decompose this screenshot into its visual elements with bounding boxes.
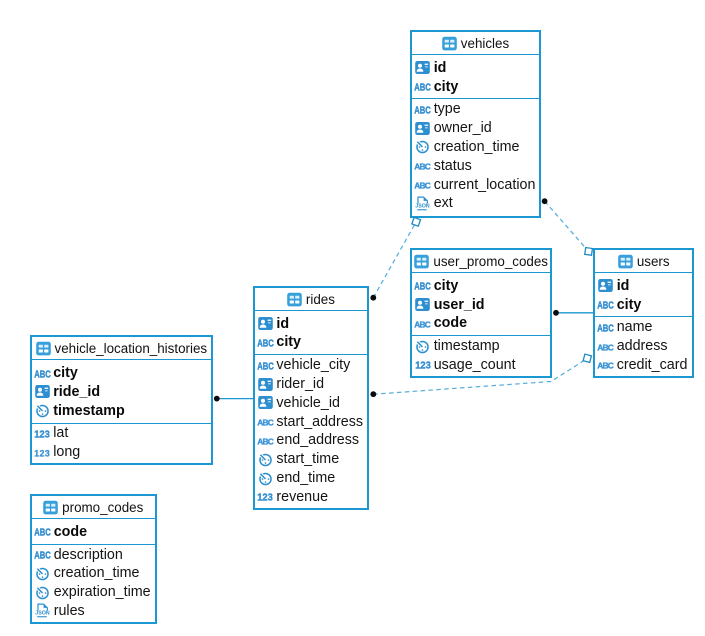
svg-text:JSON: JSON: [35, 611, 49, 617]
svg-text:ABC: ABC: [34, 551, 51, 562]
svg-text:ABC: ABC: [597, 342, 614, 352]
svg-text:ABC: ABC: [34, 528, 51, 539]
svg-text:ABC: ABC: [414, 105, 431, 116]
svg-text:ABC: ABC: [597, 323, 614, 334]
svg-text:123: 123: [34, 448, 50, 458]
svg-text:ABC: ABC: [257, 418, 274, 428]
svg-text:123: 123: [34, 429, 50, 440]
svg-text:JSON: JSON: [415, 204, 429, 210]
svg-text:ABC: ABC: [257, 361, 274, 372]
svg-text:ABC: ABC: [257, 436, 274, 446]
svg-text:ABC: ABC: [597, 361, 614, 371]
svg-text:123: 123: [415, 361, 431, 372]
svg-text:ABC: ABC: [34, 369, 51, 380]
svg-text:ABC: ABC: [257, 338, 274, 349]
svg-text:ABC: ABC: [414, 181, 431, 191]
svg-text:ABC: ABC: [597, 301, 614, 312]
svg-text:ABC: ABC: [414, 282, 431, 293]
svg-text:ABC: ABC: [414, 83, 431, 94]
svg-text:123: 123: [258, 493, 274, 504]
svg-text:ABC: ABC: [414, 162, 431, 172]
svg-text:ABC: ABC: [414, 319, 431, 329]
